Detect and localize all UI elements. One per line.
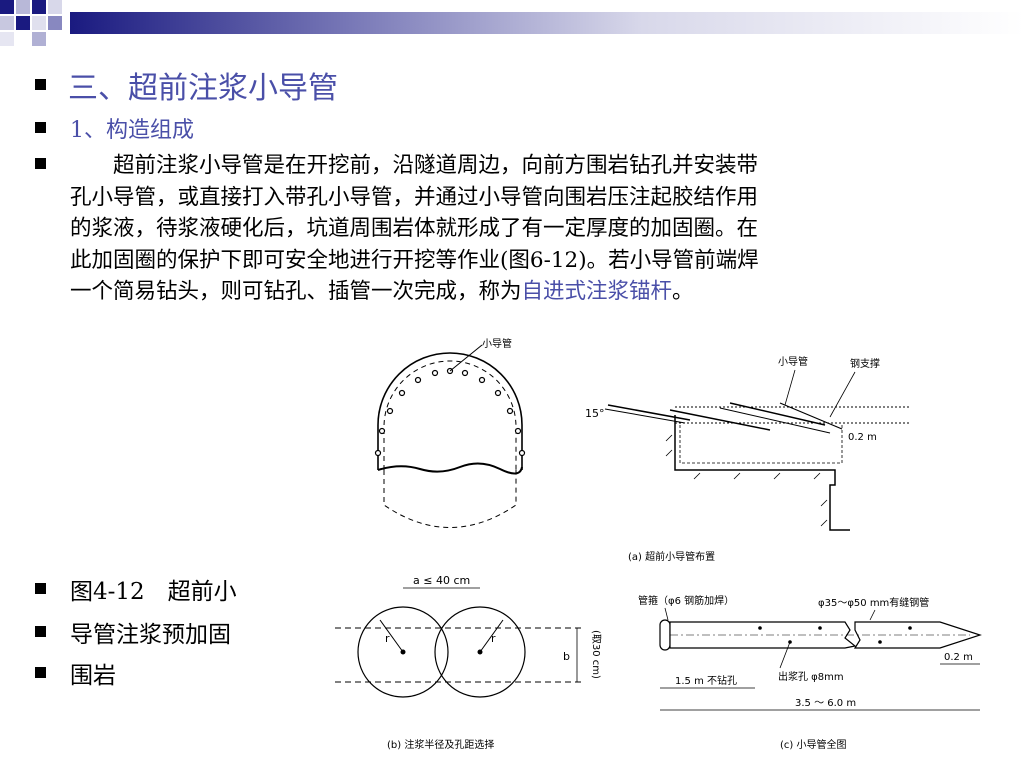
decor-square <box>32 16 46 30</box>
header-decoration <box>0 0 1024 46</box>
pipe-label: 小导管 <box>482 337 512 350</box>
figure-c-pipe-diagram: 管箍（φ6 钢筋加焊） φ35～φ50 mm有缝钢管 出浆孔 φ8mm 1.5 … <box>638 594 982 751</box>
paragraph-line: 的浆液，待浆液硬化后，坑道周围岩体就形成了有一定厚度的加固圈。在 <box>70 216 759 241</box>
paragraph-line: 超前注浆小导管是在开挖前，沿隧道周边，向前方围岩钻孔并安装带 <box>70 153 759 178</box>
figure-a-longitudinal: 小导管 钢支撑 15° 0.2 m (a) 超前小导管布置 <box>585 355 910 563</box>
paragraph-text: 。 <box>672 279 694 304</box>
figure-b-caption: (b) 注浆半径及孔距选择 <box>387 738 494 751</box>
slide-title: 三、超前注浆小导管 <box>68 71 338 106</box>
section-subtitle: 1、构造组成 <box>70 118 194 143</box>
figure-caption-line: 导管注浆预加固 <box>70 622 231 648</box>
b-note: (取30 cm) <box>590 630 602 679</box>
decor-square <box>0 0 14 14</box>
total-length-label: 3.5 ～ 6.0 m <box>795 698 856 709</box>
decor-square <box>48 0 62 14</box>
paragraph-line: 孔小导管，或直接打入带孔小导管，并通过小导管向围岩压注起胶结作用 <box>70 184 759 210</box>
paragraph-text: 一个简易钻头，则可钻孔、插管一次完成，称为 <box>70 279 522 304</box>
figure-c-caption: (c) 小导管全图 <box>780 738 846 751</box>
decor-square <box>32 0 46 14</box>
bullet-icon <box>35 122 46 133</box>
paragraph-line: 此加固圈的保护下即可安全地进行开挖等作业(图6-12)。若小导管前端焊 <box>70 247 759 273</box>
grout-hole-label: 出浆孔 φ8mm <box>778 670 844 683</box>
bullet-icon <box>35 583 46 594</box>
steel-support-label: 钢支撑 <box>850 357 880 370</box>
b-label: b <box>563 650 570 663</box>
radius-label-1: r <box>385 632 390 645</box>
header-gradient-bar <box>70 12 1024 34</box>
figure-caption-line: 图4-12 超前小 <box>70 579 237 605</box>
end-dim-label: 0.2 m <box>944 652 973 663</box>
bullet-icon <box>35 667 46 678</box>
decor-square <box>16 16 30 30</box>
no-drill-label: 1.5 m 不钻孔 <box>675 674 737 687</box>
figure-a-caption: (a) 超前小导管布置 <box>628 550 715 563</box>
decor-square <box>32 32 46 46</box>
decor-square <box>48 16 62 30</box>
bullet-icon <box>35 79 46 90</box>
pipe-spec-label: φ35～φ50 mm有缝钢管 <box>818 596 929 609</box>
paragraph-line-last: 一个简易钻头，则可钻孔、插管一次完成，称为自进式注浆锚杆。 <box>70 276 990 308</box>
figure-b-grout-radius: a ≤ 40 cm r r b (取30 cm) (b) 注浆半径及孔距选择 <box>335 574 602 751</box>
angle-label: 15° <box>585 407 605 420</box>
body-paragraph: 超前注浆小导管是在开挖前，沿隧道周边，向前方围岩钻孔并安装带 孔小导管，或直接打… <box>70 150 990 308</box>
decor-square <box>0 32 14 46</box>
decor-square <box>0 16 14 30</box>
spacing-label: a ≤ 40 cm <box>413 574 470 587</box>
figure-caption-line: 围岩 <box>70 663 116 689</box>
bullet-icon <box>35 626 46 637</box>
hoop-label: 管箍（φ6 钢筋加焊） <box>638 594 734 607</box>
figure-a-cross-section: 小导管 <box>374 337 526 528</box>
bullet-icon <box>35 158 46 169</box>
self-drilling-anchor-link[interactable]: 自进式注浆锚杆 <box>521 279 673 304</box>
decor-square <box>16 0 30 14</box>
radius-label-2: r <box>491 632 496 645</box>
pipe-label-2: 小导管 <box>778 355 808 368</box>
dim-label: 0.2 m <box>848 432 877 443</box>
